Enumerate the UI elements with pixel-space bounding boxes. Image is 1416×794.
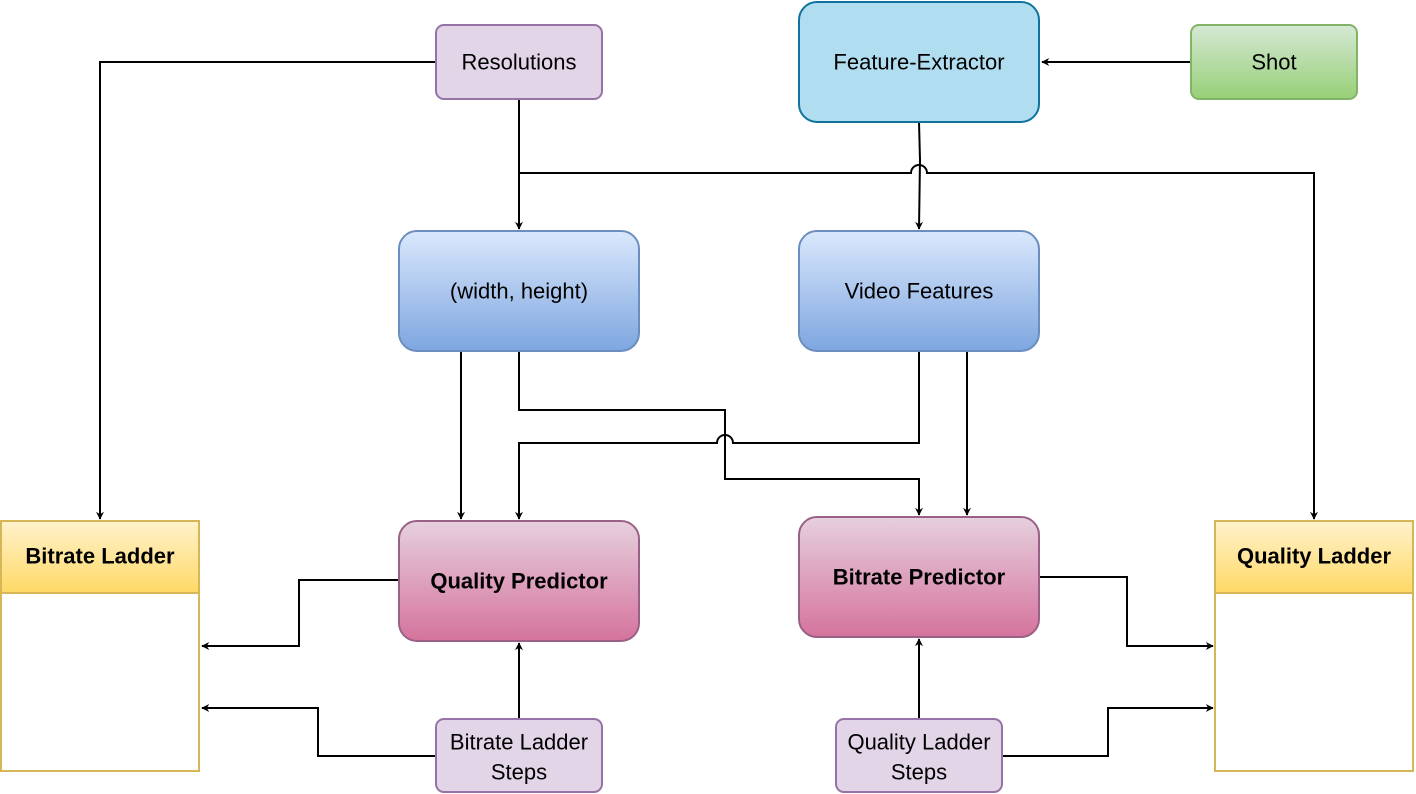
node-quality-ladder-header xyxy=(1214,520,1414,594)
node-resolutions: Resolutions xyxy=(435,24,603,100)
node-feature-extractor-box xyxy=(798,1,1040,123)
node-bitrate-ladder-steps-label-2: Steps xyxy=(491,760,547,785)
node-video-features-box xyxy=(798,230,1040,352)
edge-feature-extractor-to-video-features xyxy=(915,121,924,230)
node-width-height: (width, height) xyxy=(398,230,640,352)
node-shot-box xyxy=(1190,24,1358,100)
edge-resolutions-to-bitrate-ladder xyxy=(96,61,436,520)
node-bitrate-ladder-header xyxy=(0,520,200,594)
node-quality-predictor: Quality Predictor xyxy=(398,520,640,642)
node-resolutions-box xyxy=(435,24,603,100)
node-quality-ladder-steps-label-2: Steps xyxy=(891,760,947,785)
node-bitrate-ladder: Bitrate Ladder xyxy=(0,520,200,772)
node-bitrate-ladder-steps-label: Bitrate Ladder xyxy=(450,730,588,755)
edge-bitrate-steps-to-bitrate-ladder xyxy=(201,704,436,757)
node-quality-predictor-label: Quality Predictor xyxy=(430,569,608,594)
node-resolutions-label: Resolutions xyxy=(462,50,577,75)
node-width-height-box xyxy=(398,230,640,352)
node-shot: Shot xyxy=(1190,24,1358,100)
node-quality-ladder-steps-box xyxy=(835,718,1003,793)
node-bitrate-ladder-steps: Bitrate Ladder Steps xyxy=(435,718,603,793)
node-quality-ladder-label: Quality Ladder xyxy=(1237,544,1391,569)
node-video-features-label: Video Features xyxy=(845,279,994,304)
node-quality-predictor-box xyxy=(398,520,640,642)
edge-quality-steps-to-quality-ladder xyxy=(1001,704,1214,757)
node-feature-extractor-label: Feature-Extractor xyxy=(833,50,1004,75)
node-quality-ladder: Quality Ladder xyxy=(1214,520,1414,772)
edge-quality-predictor-to-bitrate-ladder xyxy=(201,579,399,650)
edges xyxy=(96,58,1318,757)
node-width-height-label: (width, height) xyxy=(450,279,588,304)
edge-bitrate-predictor-to-quality-ladder xyxy=(1039,576,1214,650)
node-bitrate-predictor-box xyxy=(798,516,1040,638)
node-bitrate-ladder-steps-box xyxy=(435,718,603,793)
node-quality-ladder-steps-label: Quality Ladder xyxy=(847,730,990,755)
edge-width-height-to-bitrate-predictor xyxy=(518,351,923,516)
node-video-features: Video Features xyxy=(798,230,1040,352)
edge-video-features-to-quality-predictor xyxy=(515,351,920,520)
node-bitrate-predictor-label: Bitrate Predictor xyxy=(833,565,1006,590)
node-quality-ladder-steps: Quality Ladder Steps xyxy=(835,718,1003,793)
node-bitrate-predictor: Bitrate Predictor xyxy=(798,516,1040,638)
node-shot-label: Shot xyxy=(1251,50,1296,75)
node-feature-extractor: Feature-Extractor xyxy=(798,1,1040,123)
node-bitrate-ladder-label: Bitrate Ladder xyxy=(25,544,175,569)
